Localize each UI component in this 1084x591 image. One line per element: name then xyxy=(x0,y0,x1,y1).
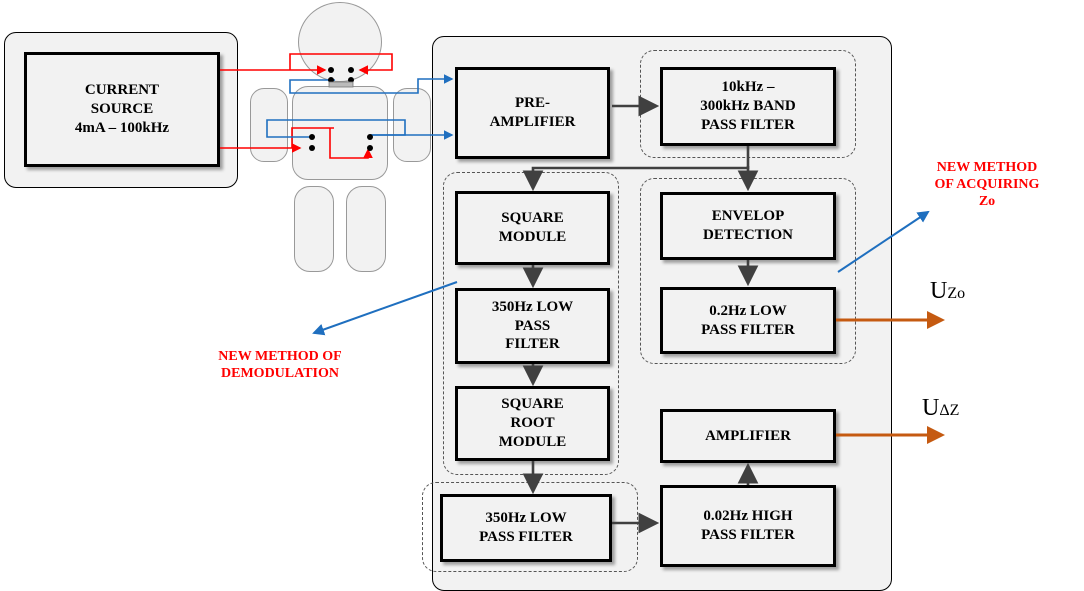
output-udz-main: U xyxy=(922,395,939,421)
output-uzo-main: U xyxy=(930,278,947,304)
red-current-wires xyxy=(220,54,392,158)
output-label-udz: UΔZ xyxy=(922,395,959,422)
output-uzo-sub: Zo xyxy=(947,285,965,302)
annotation-pointers xyxy=(314,212,928,333)
signal-flow-arrows xyxy=(533,106,748,523)
neck-connector xyxy=(329,82,353,87)
acquiring-zo-annotation: NEW METHOD OF ACQUIRING Zo xyxy=(890,160,1084,210)
output-label-uzo: UZo xyxy=(930,278,965,305)
output-udz-sub: ΔZ xyxy=(939,402,959,419)
demodulation-annotation: NEW METHOD OF DEMODULATION xyxy=(160,349,400,383)
